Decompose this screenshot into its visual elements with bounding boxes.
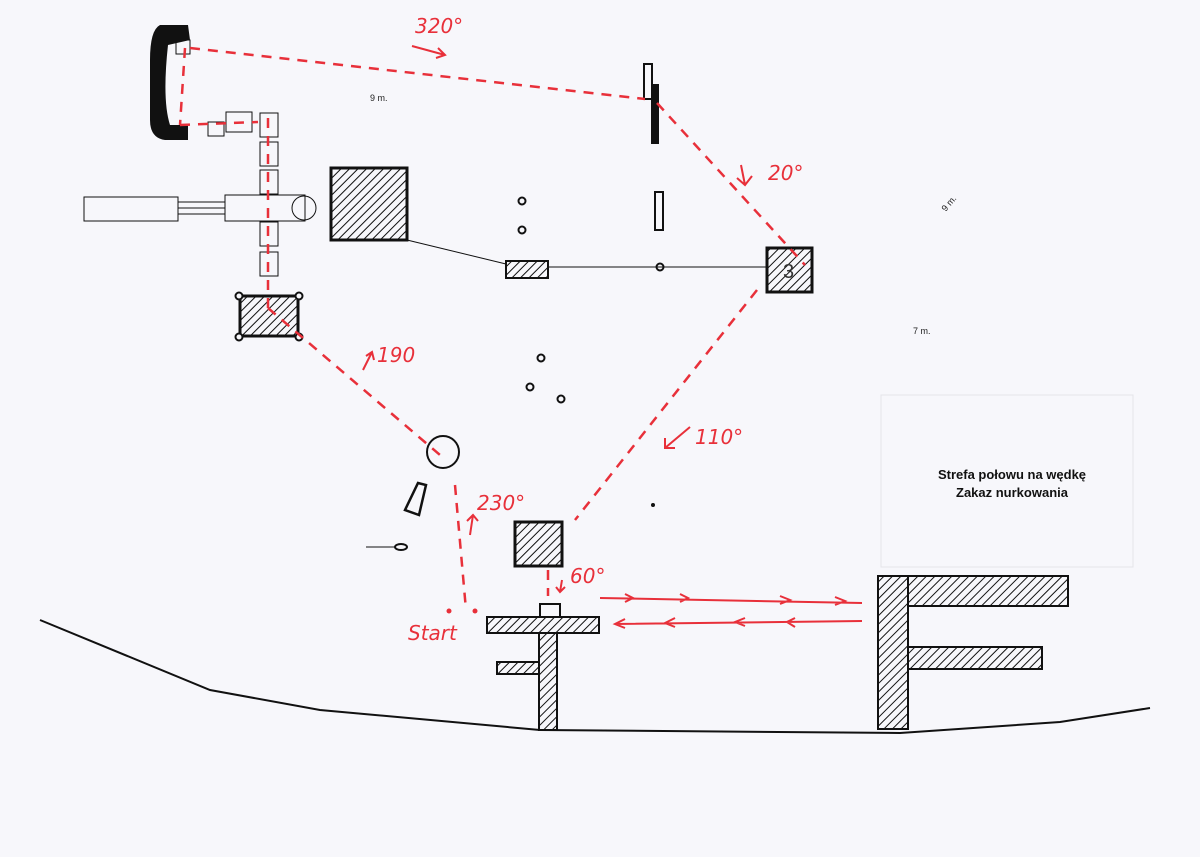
- buoy-dot: [655, 262, 665, 272]
- small-boat: [403, 481, 428, 517]
- dot: [651, 503, 655, 507]
- marker-post: [654, 191, 664, 231]
- depth-label: 9 m.: [370, 93, 388, 103]
- f-shaped-pier: [877, 575, 1069, 730]
- circle-marker: [426, 435, 460, 469]
- bearing-230: 230°: [477, 491, 525, 515]
- pier-post: [538, 632, 558, 731]
- depth-label: 7 m.: [913, 326, 931, 336]
- tube-structure: [83, 194, 317, 222]
- wreck-plate: [643, 63, 659, 144]
- zone-line-1: Strefa połowu na wędkę: [938, 467, 1086, 482]
- rings: [517, 196, 566, 404]
- bearing-320: 320°: [415, 14, 463, 38]
- wreck-hull: [150, 25, 190, 140]
- anchor: [394, 543, 408, 551]
- large-block: [329, 166, 409, 242]
- fishing-zone: [880, 394, 1134, 568]
- platform-rings: [234, 291, 304, 342]
- start-dot: [446, 608, 452, 614]
- bearing-190: 190: [377, 343, 415, 367]
- pier-cap: [539, 603, 561, 618]
- waypoint-3-block: [765, 246, 814, 294]
- start-dot: [472, 608, 478, 614]
- pier-deck: [486, 616, 600, 634]
- bearing-110: 110°: [695, 425, 743, 449]
- wreck-part: [175, 39, 191, 55]
- bearing-20: 20°: [768, 161, 803, 185]
- shoreline: [39, 619, 1151, 735]
- bearing-60: 60°: [570, 564, 605, 588]
- dive-route: [178, 46, 806, 611]
- waypoint-3-label: 3: [783, 261, 794, 283]
- route-arrows: [362, 45, 863, 629]
- small-box: [207, 121, 225, 137]
- pier-arm: [496, 661, 540, 675]
- start-label: Start: [408, 621, 458, 645]
- zone-line-2: Zakaz nurkowania: [956, 485, 1069, 500]
- small-block: [505, 260, 549, 279]
- hatched-box: [513, 520, 564, 568]
- depth-label: 9 m.: [939, 193, 958, 213]
- rope: [406, 239, 507, 265]
